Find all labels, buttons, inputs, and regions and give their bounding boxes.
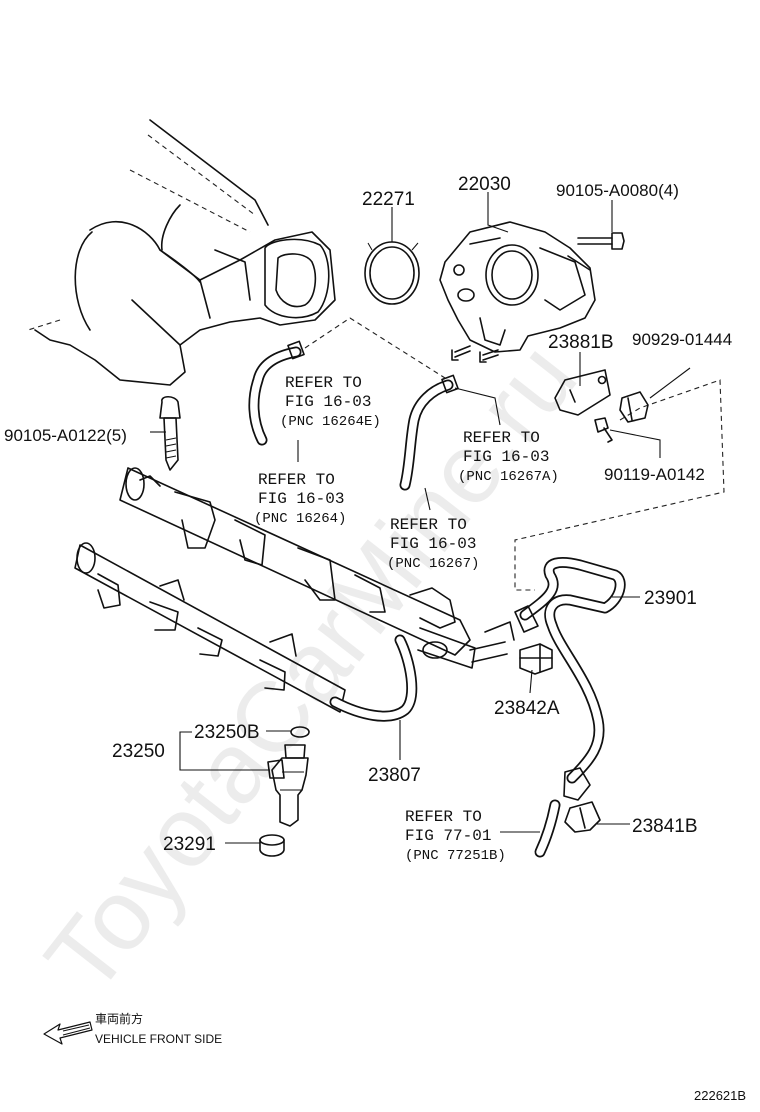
label-90929-01444: 90929-01444 [632, 330, 732, 349]
bolt-90105-a0122 [159, 395, 181, 471]
ref-line: REFER TO [285, 374, 362, 392]
insulator-23291 [259, 834, 285, 857]
label-90105-a0122: 90105-A0122(5) [4, 426, 127, 445]
ref-line: (PNC 16267) [387, 556, 479, 572]
bracket-23881b [554, 369, 611, 416]
ref-note-77251b: REFER TO FIG 77-01 (PNC 77251B) [405, 808, 506, 864]
ref-line: FIG 16-03 [390, 535, 476, 553]
fuel-hose-23901 [514, 557, 626, 784]
ref-line: (PNC 16267A) [458, 469, 559, 485]
direction-english: VEHICLE FRONT SIDE [95, 1032, 222, 1046]
label-22271: 22271 [362, 189, 415, 210]
ref-line: FIG 16-03 [258, 490, 344, 508]
hose-77-01 [534, 799, 561, 858]
ref-line: FIG 16-03 [463, 448, 549, 466]
label-23842a: 23842A [494, 698, 560, 719]
label-23250b: 23250B [194, 722, 260, 743]
ref-line: (PNC 77251B) [405, 848, 506, 864]
bypass-hose-left [248, 340, 305, 446]
label-90105-a0080: 90105-A0080(4) [556, 181, 679, 200]
label-23807: 23807 [368, 765, 421, 786]
intake-manifold [27, 119, 336, 386]
label-23250: 23250 [112, 741, 165, 762]
label-23841b: 23841B [632, 816, 698, 837]
fuel-injector-23250 [267, 744, 309, 827]
connector-23841b [563, 767, 601, 833]
label-23291: 23291 [163, 834, 216, 855]
ref-note-16267a: REFER TO FIG 16-03 (PNC 16267A) [458, 429, 559, 485]
ref-note-16267: REFER TO FIG 16-03 (PNC 16267) [387, 516, 479, 572]
fuel-delivery-pipe [74, 467, 515, 713]
gasket-22271 [364, 241, 420, 305]
connector-23842a [519, 643, 553, 675]
ref-line: (PNC 16264E) [280, 414, 381, 430]
ref-note-16264: REFER TO FIG 16-03 (PNC 16264) [254, 471, 346, 527]
label-23881b: 23881B [548, 332, 614, 353]
ref-line: REFER TO [258, 471, 335, 489]
ref-line: REFER TO [463, 429, 540, 447]
label-23901: 23901 [644, 588, 697, 609]
fuel-hose-23807 [329, 634, 418, 722]
ref-line: REFER TO [405, 808, 482, 826]
direction-japanese: 車両前方 [95, 1011, 143, 1026]
ref-line: FIG 16-03 [285, 393, 371, 411]
bolt-90105-a0080 [577, 232, 625, 250]
ref-line: REFER TO [390, 516, 467, 534]
label-22030: 22030 [458, 174, 511, 195]
throttle-body-22030 [439, 221, 596, 353]
vehicle-front-indicator: 車両前方 VEHICLE FRONT SIDE [43, 1011, 222, 1046]
ref-line: (PNC 16264) [254, 511, 346, 527]
throttle-bolts [451, 345, 499, 363]
label-90119-a0142: 90119-A0142 [604, 465, 705, 484]
bypass-hose-right [399, 374, 459, 491]
bolt-90119-a0142 [594, 417, 613, 443]
clamp-90929-01444 [619, 391, 649, 423]
o-ring-23250b [290, 726, 310, 738]
figure-number: 222621B [694, 1088, 746, 1103]
ref-line: FIG 77-01 [405, 827, 491, 845]
ref-note-16264e: REFER TO FIG 16-03 (PNC 16264E) [280, 374, 381, 430]
arrow-left-icon [43, 1021, 93, 1045]
